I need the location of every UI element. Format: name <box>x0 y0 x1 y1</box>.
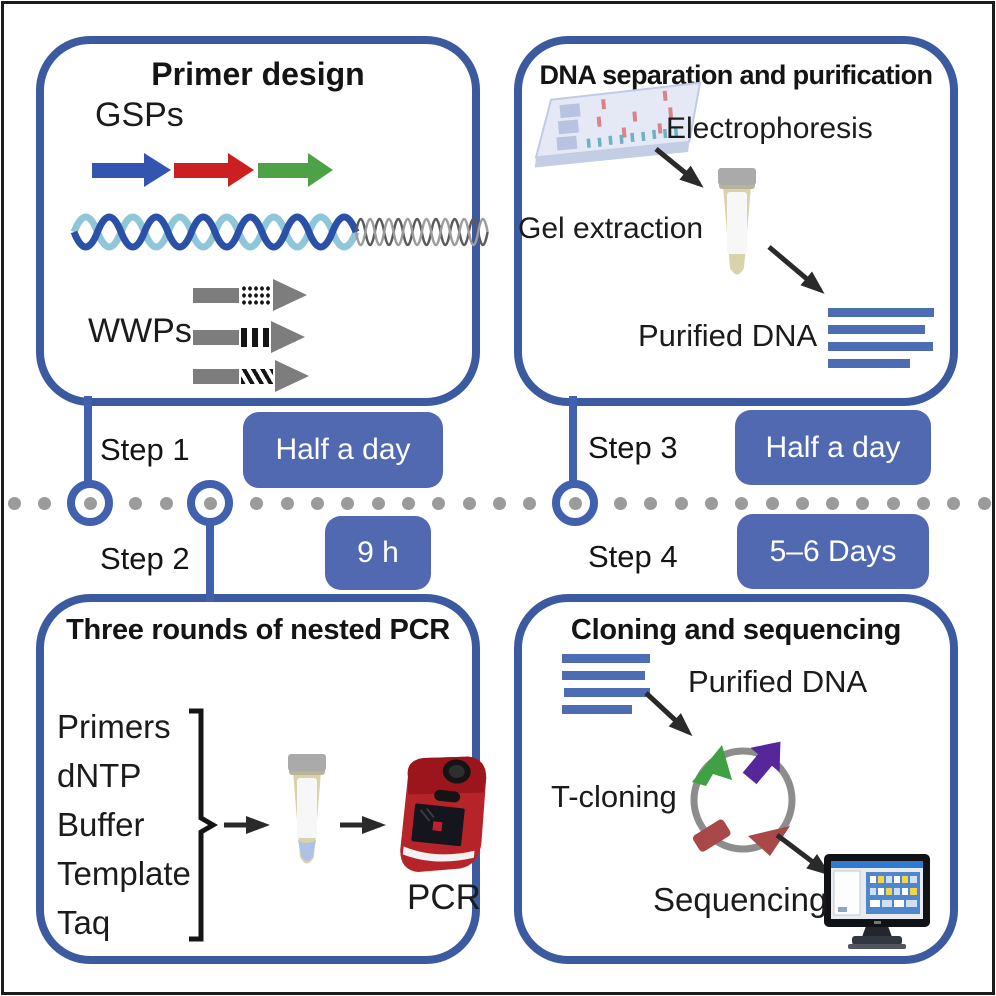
wwp-label: WWPs <box>88 312 192 350</box>
timeline-dot <box>735 497 749 510</box>
panel-dna-separation-title: DNA separation and purification <box>539 60 934 90</box>
timeline-dot <box>795 497 809 510</box>
timeline-dot <box>886 497 900 510</box>
step3-label: Step 3 <box>588 430 678 465</box>
pcr-machine-icon <box>400 756 487 873</box>
timeline-dot <box>371 497 385 510</box>
timeline-dot <box>977 497 991 510</box>
timeline-dot <box>704 497 718 510</box>
gsp-arrow-blue-icon <box>92 153 171 187</box>
timeline-connector-step2 <box>206 520 214 602</box>
step4-label: Step 4 <box>588 539 678 574</box>
wwp-arrow-zigzag-icon <box>193 359 309 393</box>
dna-band <box>562 671 645 680</box>
panel-nested-pcr-title: Three rounds of nested PCR <box>66 614 450 646</box>
reagent-bracket-icon <box>189 708 218 942</box>
computer-monitor-icon <box>824 854 930 949</box>
wwp-arrow-dotted-icon <box>193 278 307 312</box>
timeline-node-step2-icon <box>187 480 233 526</box>
timeline-dot <box>674 497 688 510</box>
pcr-label: PCR <box>407 878 481 917</box>
timeline-connector-step1 <box>84 396 92 484</box>
step1-label: Step 1 <box>100 432 190 467</box>
timeline-connector-step3 <box>569 396 577 484</box>
timeline-dot <box>38 497 52 510</box>
t-cloning-label: T-cloning <box>551 779 677 814</box>
gsp-arrow-red-icon <box>174 153 254 187</box>
timeline-dot <box>947 497 961 510</box>
timeline-dot <box>765 497 779 510</box>
reagent-taq: Taq <box>57 904 111 941</box>
timeline-dot <box>401 497 415 510</box>
step3-duration-badge: Half a day <box>735 410 931 485</box>
electrophoresis-label: Electrophoresis <box>666 112 873 145</box>
timeline-dot <box>311 497 324 510</box>
timeline-dot <box>644 497 658 510</box>
arrow-plasmid-to-monitor-icon <box>775 833 831 876</box>
dna-helix-icon <box>70 213 489 251</box>
gel-plate-icon <box>534 81 702 168</box>
microtube-icon <box>718 168 756 275</box>
timeline-dot <box>250 497 264 510</box>
purified-dna-label: Purified DNA <box>638 318 818 353</box>
arrow-gel-to-tube-icon <box>654 147 704 188</box>
step4-duration-badge: 5–6 Days <box>737 514 929 589</box>
purified-dna-label-2: Purified DNA <box>688 664 868 699</box>
dna-band <box>564 688 650 697</box>
panel-cloning-sequencing-title: Cloning and sequencing <box>570 614 902 646</box>
arrow-reagents-to-tube-icon <box>224 816 270 834</box>
dna-band <box>828 342 933 351</box>
timeline-dot <box>856 497 870 510</box>
reagent-buffer: Buffer <box>57 806 145 843</box>
timeline-node-step1-icon <box>67 480 113 526</box>
dna-band <box>828 308 934 317</box>
wwp-arrow-dashed-icon <box>193 320 305 354</box>
timeline-dot <box>523 497 537 510</box>
gel-extraction-label: Gel extraction <box>518 212 704 245</box>
dna-band <box>562 654 650 663</box>
dna-band <box>562 705 632 714</box>
sequencing-label: Sequencing <box>653 881 828 918</box>
arrow-tube-to-dna-icon <box>767 245 825 294</box>
timeline-dot <box>280 497 294 510</box>
arrow-dna-to-plasmid-icon <box>644 691 693 737</box>
step2-duration-badge: 9 h <box>325 516 431 590</box>
timeline-node-step3-icon <box>552 480 598 526</box>
timeline-dot <box>8 497 21 510</box>
timeline-dot <box>462 497 476 510</box>
arrow-tube-to-pcr-icon <box>340 816 386 834</box>
gsp-arrow-green-icon <box>258 153 333 187</box>
step1-duration-badge: Half a day <box>243 412 443 488</box>
timeline-dot <box>159 497 173 510</box>
reagent-template: Template <box>57 855 191 892</box>
dna-band <box>828 359 910 368</box>
timeline-dot <box>917 497 930 510</box>
timeline-dot <box>614 497 627 510</box>
step2-label: Step 2 <box>100 541 190 576</box>
gsp-label: GSPs <box>95 96 184 134</box>
pcr-tube-icon <box>288 754 326 864</box>
dna-band <box>828 325 925 334</box>
panel-primer-design-title: Primer design <box>151 56 365 92</box>
timeline-dot <box>129 497 143 510</box>
reagent-primers: Primers <box>57 708 171 745</box>
timeline-dot <box>826 497 840 510</box>
reagent-dntp: dNTP <box>57 757 142 794</box>
timeline-dot <box>492 497 506 510</box>
plasmid-icon <box>690 741 796 856</box>
timeline-dot <box>341 497 355 510</box>
timeline-dot <box>432 497 446 510</box>
